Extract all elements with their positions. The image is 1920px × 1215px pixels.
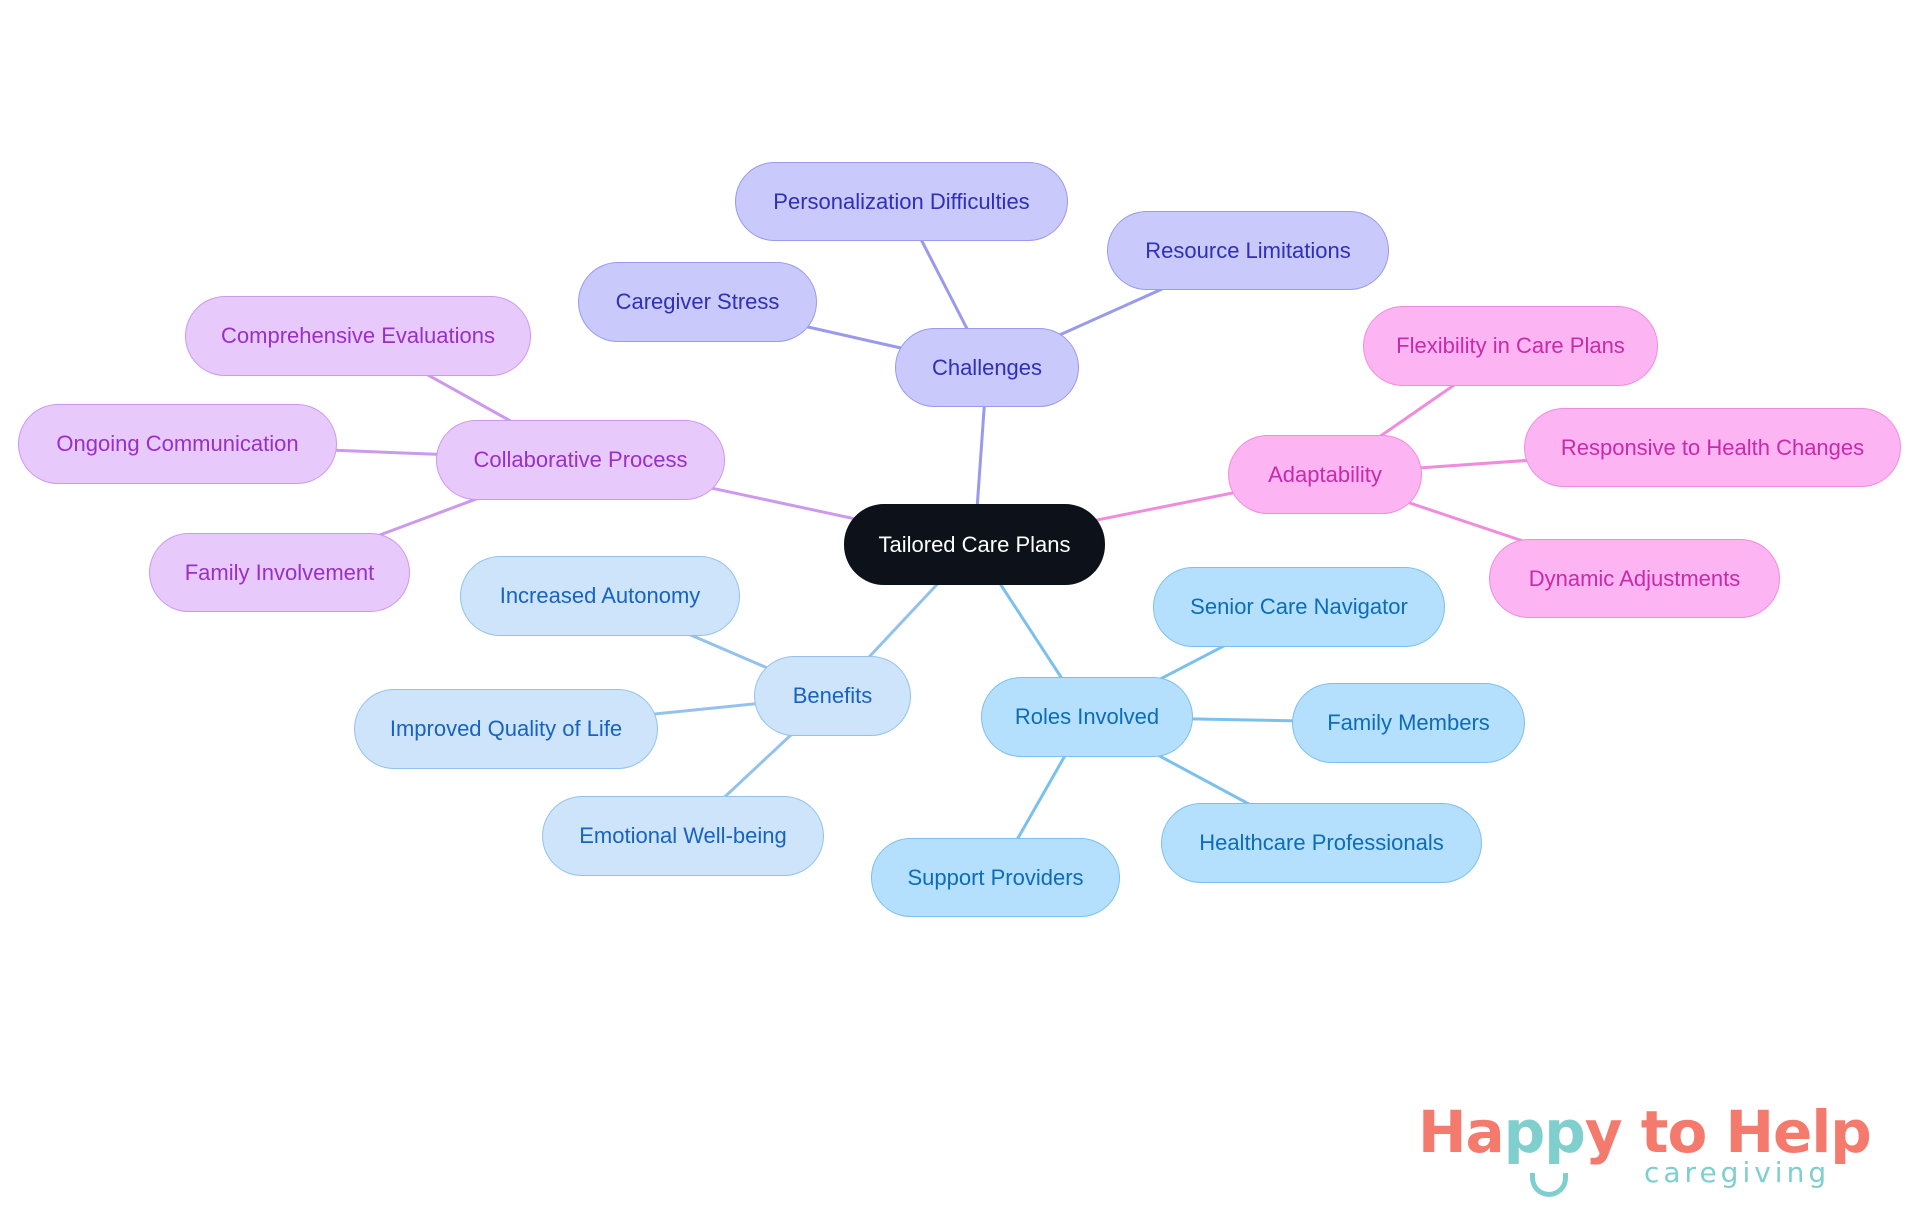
leaf-node-family-members[interactable]: Family Members [1292,683,1525,763]
leaf-node-label: Senior Care Navigator [1190,594,1408,619]
leaf-node-label: Family Members [1327,710,1490,735]
branch-node-label: Adaptability [1268,461,1382,487]
happy-to-help-logo: Happy to Help caregiving [1418,1103,1888,1203]
branch-node-label: Challenges [931,354,1043,380]
smile-icon [1530,1173,1568,1197]
leaf-node-personalization-difficulties[interactable]: Personalization Difficulties [735,162,1068,241]
leaf-node-senior-care-navigator[interactable]: Senior Care Navigator [1153,567,1445,647]
leaf-node-healthcare-professionals[interactable]: Healthcare Professionals [1161,803,1482,883]
leaf-node-support-providers[interactable]: Support Providers [871,838,1120,917]
branch-node-benefits[interactable]: Benefits [754,656,911,736]
root-node-label: Tailored Care Plans [878,531,1071,557]
leaf-node-label: Support Providers [907,864,1084,890]
leaf-node-label: Emotional Well-being [579,823,787,848]
root-node-tailored-care-plans[interactable]: Tailored Care Plans [844,504,1105,585]
branch-node-collaborative-process[interactable]: Collaborative Process [436,420,725,500]
leaf-node-increased-autonomy[interactable]: Increased Autonomy [460,556,740,636]
leaf-node-dynamic-adjustments[interactable]: Dynamic Adjustments [1489,539,1780,618]
leaf-node-responsive-to-health-changes[interactable]: Responsive to Health Changes [1524,408,1901,487]
leaf-node-label: Personalization Difficulties [773,188,1030,214]
logo-subtitle: caregiving [1644,1156,1831,1189]
branch-node-roles-involved[interactable]: Roles Involved [981,677,1193,757]
leaf-node-label: Healthcare Professionals [1199,830,1444,855]
leaf-node-caregiver-stress[interactable]: Caregiver Stress [578,262,817,342]
leaf-node-label: Improved Quality of Life [389,716,623,741]
leaf-node-label: Resource Limitations [1145,237,1351,263]
branch-node-label: Benefits [792,683,873,708]
branch-node-label: Collaborative Process [473,447,688,472]
leaf-node-label: Caregiver Stress [615,289,780,314]
branch-node-adaptability[interactable]: Adaptability [1228,435,1422,514]
leaf-node-label: Flexibility in Care Plans [1396,333,1625,358]
leaf-node-label: Increased Autonomy [499,583,701,608]
leaf-node-ongoing-communication[interactable]: Ongoing Communication [18,404,337,484]
leaf-node-flexibility-in-care-plans[interactable]: Flexibility in Care Plans [1363,306,1658,386]
leaf-node-improved-quality-of-life[interactable]: Improved Quality of Life [354,689,658,769]
leaf-node-label: Family Involvement [184,559,375,585]
leaf-node-family-involvement[interactable]: Family Involvement [149,533,410,612]
leaf-node-emotional-well-being[interactable]: Emotional Well-being [542,796,824,876]
leaf-node-label: Ongoing Communication [56,431,299,456]
branch-node-challenges[interactable]: Challenges [895,328,1079,407]
logo-wordmark: Happy to Help [1418,1098,1872,1166]
branch-node-label: Roles Involved [1014,704,1160,729]
leaf-node-comprehensive-evaluations[interactable]: Comprehensive Evaluations [185,296,531,376]
leaf-node-label: Responsive to Health Changes [1560,434,1865,460]
leaf-node-resource-limitations[interactable]: Resource Limitations [1107,211,1389,290]
leaf-node-label: Comprehensive Evaluations [221,323,495,348]
leaf-node-label: Dynamic Adjustments [1528,565,1741,591]
